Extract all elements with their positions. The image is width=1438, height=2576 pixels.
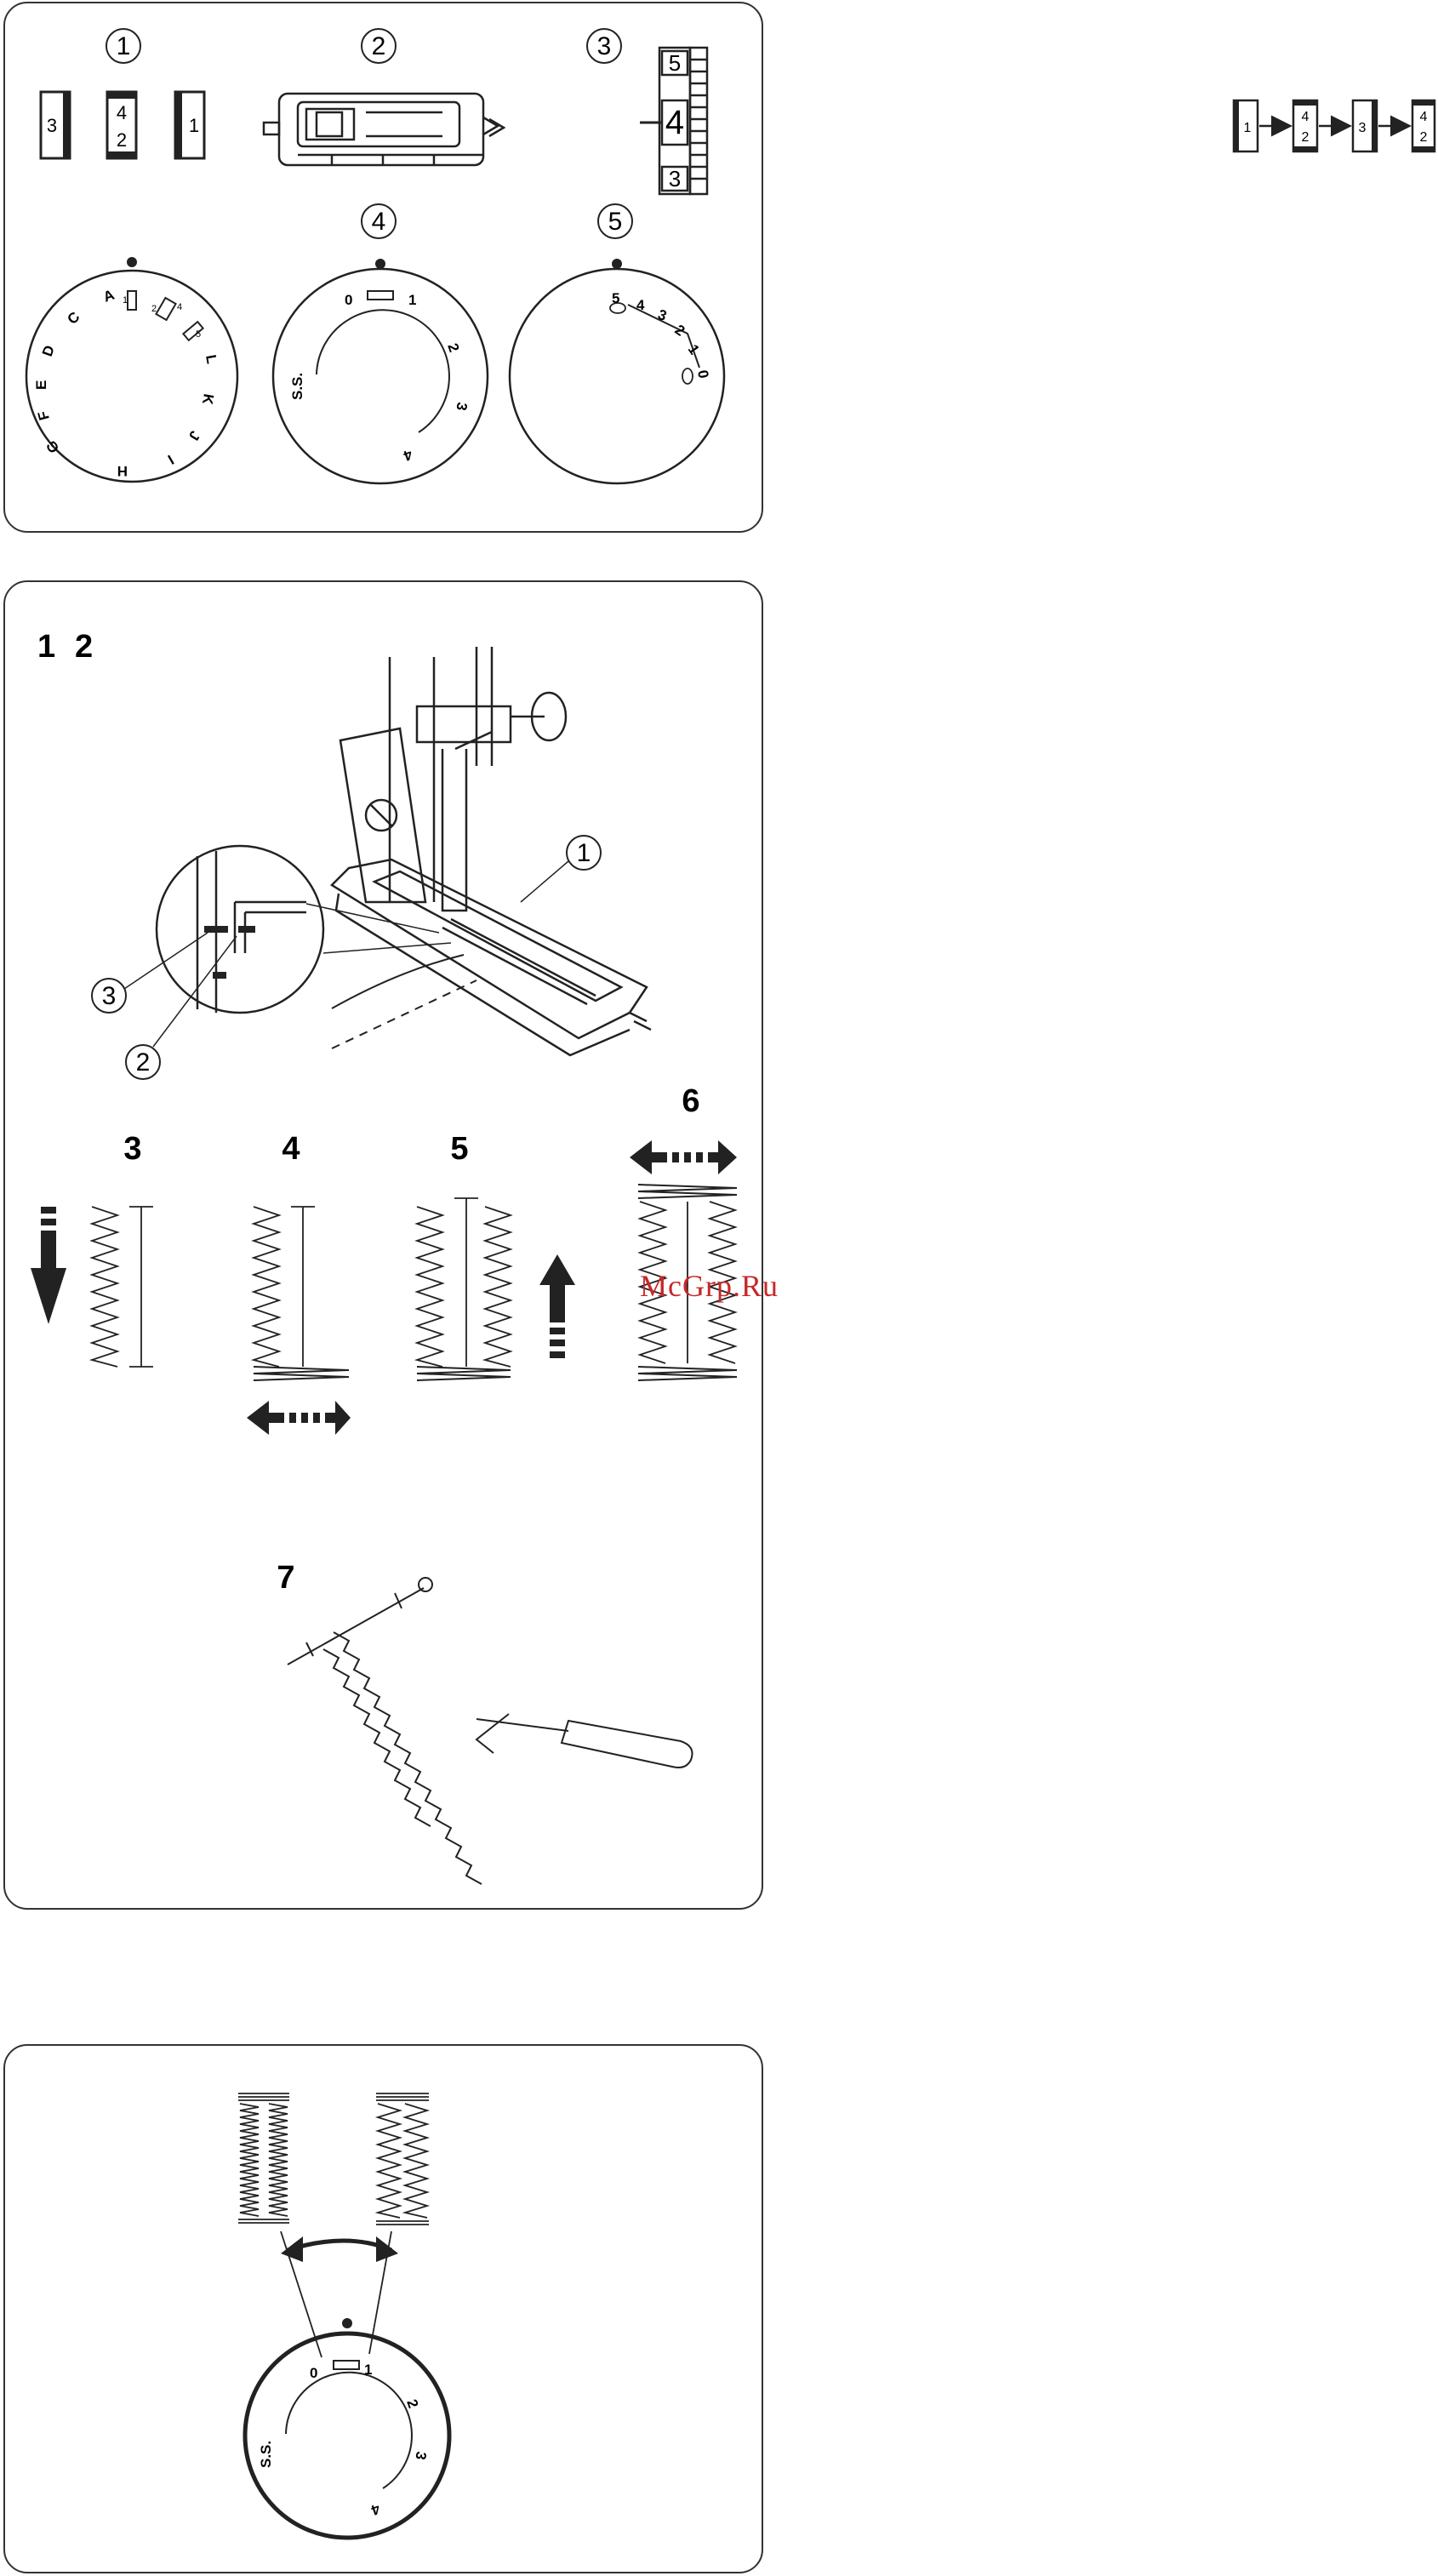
dial-number-2: 2 [151,304,157,314]
bottom-width-dial-ss: S.S. [258,2441,274,2468]
dial-marker-dot [342,2318,352,2328]
dial-letter-f: F [35,409,53,422]
callout-foot-2: 2 [126,936,237,1079]
callout-4-label: 4 [372,208,386,236]
sequence-2: 2 [1302,130,1310,145]
width-dial-4: 4 [401,446,414,464]
step-4-label: 4 [282,1131,300,1167]
width-dial-2: 2 [444,341,462,354]
dial-letter-c: C [64,309,83,328]
dial-marker-dot [375,259,385,269]
bottom-width-dial-3: 3 [412,2450,429,2461]
step-6-arrow-both [630,1140,737,1174]
indicator-window-4-2: 4 2 [107,92,136,158]
callout-3: 3 [587,29,621,63]
length-dial-2: 2 [672,322,688,340]
indicator-window-1-label: 1 [189,115,199,136]
dial-marker-dot [612,259,622,269]
step-5-stitches [417,1198,511,1380]
dial-letter-e: E [33,380,49,390]
indicator-window-4-label: 4 [117,102,127,123]
sequence-4b: 4 [1420,110,1428,124]
length-dial-3: 3 [656,306,669,324]
callout-4: 4 [362,204,396,238]
callout-foot-2-label: 2 [136,1048,151,1077]
step-4-arrow-both [247,1401,351,1435]
callout-2-label: 2 [372,32,386,60]
dial-marker-dot [127,257,137,267]
bottom-width-dial-0: 0 [310,2365,317,2381]
width-dial-1: 1 [408,292,416,308]
foot-guide-line [332,980,476,1048]
buttonhole-sequence [1234,100,1435,151]
dial-letter-k: K [199,392,217,406]
watermark: McGrp.Ru [640,1268,779,1304]
length-dial-5: 5 [612,290,619,306]
step-7-label: 7 [277,1560,294,1596]
narrow-bartack-stitches [238,2093,289,2223]
indicator-window-1: 1 [175,92,204,158]
dial-letter-j: J [185,428,203,443]
indicator-window-2-label: 2 [117,129,127,151]
width-dial-ss: S.S. [289,373,305,400]
dial-letter-l: L [203,353,220,365]
indicator-window-3: 3 [41,92,70,158]
dial-number-4: 4 [177,302,182,312]
sequence-1: 1 [1244,121,1252,135]
scale-number-5: 5 [669,50,681,76]
wide-bartack-stitches [376,2093,429,2225]
step-3-stitches [92,1207,153,1367]
callout-foot-1: 1 [521,836,601,902]
callout-3-label: 3 [597,32,612,60]
width-adjust-arrow [281,2236,398,2262]
bottom-width-dial-4: 4 [368,2500,382,2518]
stitch-width-dial [273,259,488,483]
step-5-arrow-up [539,1254,575,1358]
dial-number-5: 5 [196,329,201,340]
bottom-width-dial-1: 1 [364,2362,372,2378]
buttonhole-foot-illustration [332,647,651,1055]
indicator-window-3-label: 3 [47,115,57,136]
length-dial-0: 0 [694,368,711,380]
step-5-label: 5 [450,1131,468,1167]
callout-5: 5 [598,204,632,238]
dial-letter-d: D [39,343,58,358]
step-6-label: 6 [682,1083,699,1119]
callout-foot-1-label: 1 [577,839,591,867]
step-4-stitches [254,1207,349,1380]
length-dial-4: 4 [636,297,645,313]
callout-1: 1 [106,29,140,63]
dial-letter-i: I [165,452,177,468]
dial-letter-h: H [117,463,128,479]
callout-5-label: 5 [608,208,623,236]
bottom-width-dial-2: 2 [403,2397,421,2410]
callout-1-label: 1 [117,32,131,60]
dial-letter-a: A [101,287,117,306]
stitch-width-dial-large [245,2318,449,2538]
buttonhole-foot-top-view [264,94,504,165]
step-1-label: 1 [37,629,55,665]
magnified-detail [157,846,451,1013]
step-3-arrow-down [31,1207,66,1324]
scale-number-3: 3 [669,166,681,191]
step-2-label: 2 [75,629,93,665]
callout-foot-3-label: 3 [102,982,117,1010]
sequence-3: 3 [1359,121,1367,135]
sequence-4: 4 [1302,110,1310,124]
length-dial-1: 1 [685,341,703,357]
step-3-label: 3 [123,1131,141,1167]
dial-buttonhole-symbols [128,291,203,340]
scale-number-4: 4 [665,104,684,141]
width-dial-3: 3 [453,401,470,412]
dial-number-1: 1 [123,295,128,306]
callout-2: 2 [362,29,396,63]
step-7-seam-ripper [288,1578,693,1884]
callout-foot-3: 3 [92,933,208,1013]
sequence-2b: 2 [1420,130,1428,145]
width-dial-0: 0 [345,292,352,308]
